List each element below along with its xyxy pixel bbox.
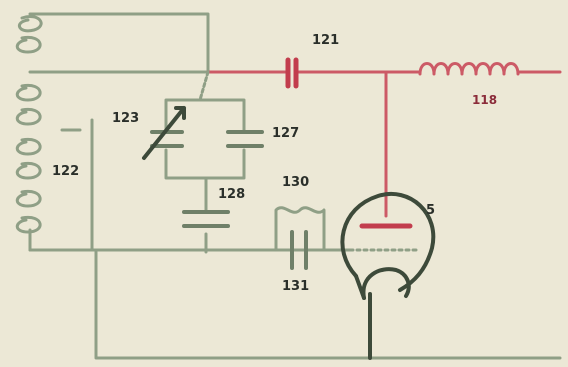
coil-118: 118 (410, 62, 562, 107)
label-128: 128 (218, 187, 245, 202)
label-123: 123 (112, 111, 139, 126)
label-118: 118 (472, 93, 497, 107)
label-127: 127 (272, 126, 299, 141)
label-130: 130 (282, 175, 309, 190)
tap-wire (198, 70, 210, 102)
left-rail-wire (60, 118, 94, 252)
capacitor-127: 127 (226, 126, 299, 148)
label-122: 122 (52, 164, 79, 179)
resistor-130: 130 (274, 175, 326, 252)
label-tube-5: 5 (426, 203, 435, 218)
return-wire (94, 250, 562, 360)
tank-frame-wire (164, 98, 246, 254)
vacuum-tube-5: 5 (340, 192, 436, 300)
capacitor-123: 123 (112, 106, 186, 160)
capacitor-131: 131 (282, 230, 309, 294)
capacitor-128: 128 (182, 187, 245, 228)
label-131: 131 (282, 279, 309, 294)
label-121: 121 (312, 33, 339, 48)
coil-122 (15, 15, 43, 252)
capacitor-121: 121 (285, 33, 339, 89)
top-loop-wire (28, 12, 210, 74)
